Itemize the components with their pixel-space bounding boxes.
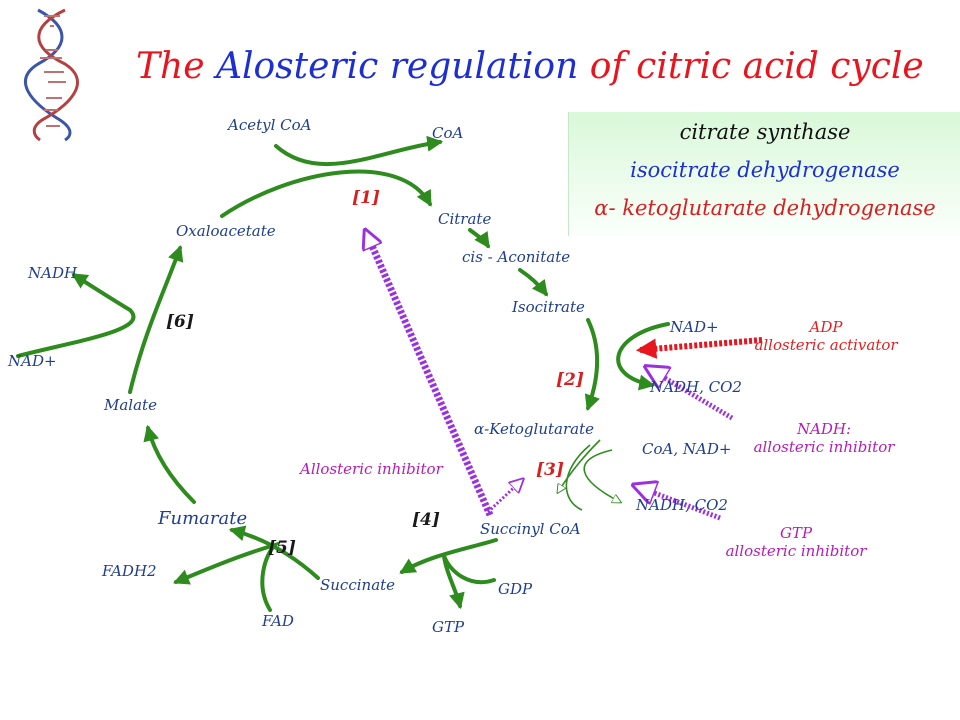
nadh-role: allosteric inhibitor bbox=[753, 438, 895, 456]
arrow-cisaconitate-to-isocitrate bbox=[518, 268, 548, 297]
cofactor-coa-nad: CoA, NAD+ bbox=[642, 440, 732, 458]
metabolite-malate: Malate bbox=[104, 396, 157, 414]
metabolite-alpha-ketoglutarate: α-Ketoglutarate bbox=[474, 420, 594, 438]
cofactor-gtp: GTP bbox=[432, 618, 465, 636]
cofactor-nad-right: NAD+ bbox=[670, 318, 719, 336]
metabolite-oxaloacetate: Oxaloacetate bbox=[176, 222, 276, 240]
arrow-fad-to-fadh2 bbox=[173, 540, 282, 612]
nadh-name: NADH: bbox=[796, 420, 852, 438]
arrow-nadh-co2-out bbox=[565, 444, 591, 511]
arrow-ketoglutarate-to-succinylcoa bbox=[558, 439, 601, 492]
arrow-oxaloacetate-to-citrate bbox=[220, 169, 432, 218]
metabolite-citrate: Citrate bbox=[438, 210, 492, 228]
gtp-name: GTP bbox=[779, 524, 813, 542]
nadh-inhibitor-arrow bbox=[648, 368, 734, 421]
cofactor-gdp: GDP bbox=[498, 580, 533, 598]
gtp-role: allosteric inhibitor bbox=[725, 542, 867, 560]
metabolite-acetyl-coa: Acetyl CoA bbox=[228, 116, 312, 134]
succinylcoa-inhibitor-arrow bbox=[366, 232, 494, 517]
cofactor-nad-left: NAD+ bbox=[8, 352, 57, 370]
step-label-1: [1] bbox=[352, 188, 380, 208]
arrow-gdp-to-gtp bbox=[442, 555, 496, 610]
cofactor-fadh2: FADH2 bbox=[102, 562, 157, 580]
arrow-succinylcoa-to-succinate bbox=[399, 538, 498, 574]
gtp-inhibitor-arrow bbox=[636, 486, 721, 521]
metabolite-cis-aconitate: cis - Aconitate bbox=[462, 248, 571, 266]
step-label-5: [5] bbox=[268, 538, 296, 558]
page-title: The Alosteric regulation of citric acid … bbox=[136, 46, 924, 87]
dna-helix-image bbox=[24, 8, 79, 142]
arrow-malate-to-oxaloacetate bbox=[128, 244, 184, 394]
cofactor-nadh-co2-step3: NADH, CO2 bbox=[636, 496, 728, 514]
metabolite-succinate: Succinate bbox=[320, 576, 396, 594]
adp-regulator: ADP allosteric activator bbox=[746, 318, 906, 354]
step-label-4: [4] bbox=[412, 510, 440, 530]
allosteric-inhibitor-label: Allosteric inhibitor bbox=[300, 460, 443, 478]
arrow-nad-to-nadh-6 bbox=[16, 273, 136, 358]
arrow-isocitrate-to-ketoglutarate bbox=[584, 318, 600, 412]
arrow-nad-to-nadh-2 bbox=[616, 322, 670, 391]
metabolite-isocitrate: Isocitrate bbox=[512, 298, 585, 316]
metabolite-coa: CoA bbox=[432, 124, 464, 142]
gtp-regulator: GTP allosteric inhibitor bbox=[716, 524, 876, 560]
adp-role: allosteric activator bbox=[754, 336, 898, 354]
step-label-3: [3] bbox=[536, 460, 564, 480]
title-part-alosteric: Alosteric regulation bbox=[215, 46, 590, 87]
cofactor-nadh-co2-step2: NADH, CO2 bbox=[650, 378, 742, 396]
step-label-6: [6] bbox=[166, 312, 194, 332]
title-part-cycle: of citric acid cycle bbox=[589, 46, 924, 87]
metabolite-succinyl-coa: Succinyl CoA bbox=[480, 520, 581, 538]
arrow-succinate-to-fumarate bbox=[228, 525, 320, 580]
nadh-regulator: NADH: allosteric inhibitor bbox=[744, 420, 904, 456]
enzyme-ketoglutarate-dehydrogenase: α- ketoglutarate dehydrogenase bbox=[594, 196, 936, 220]
adp-name: ADP bbox=[809, 318, 843, 336]
cofactor-fad: FAD bbox=[262, 612, 294, 630]
arrow-acetylcoa-to-coa bbox=[274, 135, 444, 167]
arrow-citrate-to-cisaconitate bbox=[468, 228, 490, 249]
metabolite-fumarate: Fumarate bbox=[158, 508, 248, 529]
regulated-enzymes-box: citrate synthase isocitrate dehydrogenas… bbox=[568, 112, 960, 236]
title-part-the: The bbox=[136, 46, 216, 87]
inhibitor-to-step3-arrow bbox=[486, 480, 522, 514]
enzyme-citrate-synthase: citrate synthase bbox=[679, 120, 851, 144]
arrow-coa-nad-in bbox=[583, 449, 620, 502]
adp-activator-arrow bbox=[635, 337, 763, 359]
step-label-2: [2] bbox=[556, 370, 584, 390]
enzyme-isocitrate-dehydrogenase: isocitrate dehydrogenase bbox=[630, 158, 900, 182]
arrow-fumarate-to-malate bbox=[143, 424, 196, 504]
cofactor-nadh-left: NADH bbox=[28, 264, 78, 282]
